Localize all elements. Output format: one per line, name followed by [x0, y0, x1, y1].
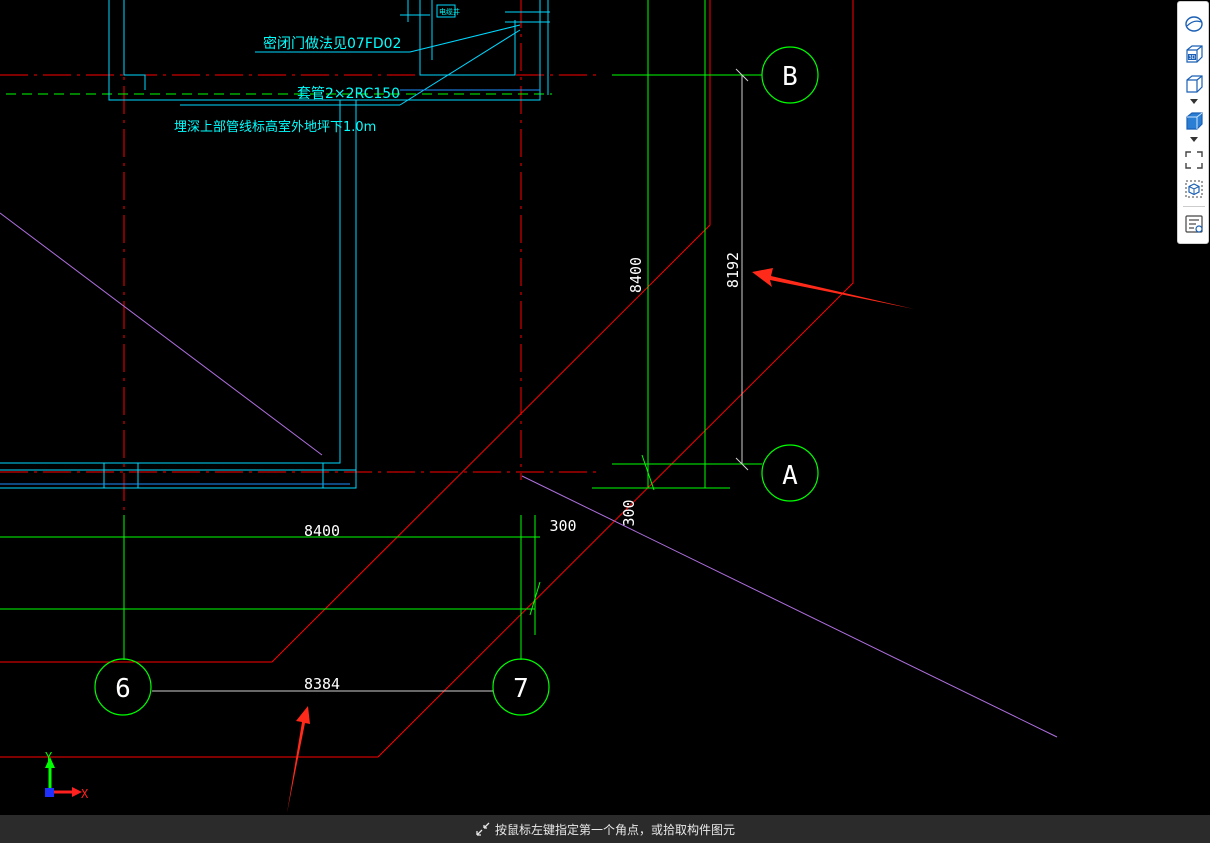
3d-view-icon[interactable]: 3D [1182, 42, 1206, 66]
status-prompt: 按鼠标左键指定第一个角点，或拾取构件图元 [494, 822, 735, 837]
cad-canvas[interactable]: B A 6 7 [0, 0, 1210, 815]
dimension-lines [152, 68, 749, 692]
properties-icon[interactable] [1182, 212, 1206, 236]
dim-300-vertical: 300 [620, 499, 638, 526]
solid-box-caret-icon[interactable] [1189, 136, 1199, 144]
annotation-depth-note: 埋深上部管线标高室外地坪下1.0m [174, 119, 376, 135]
dim-horizontal-8384: 8384 [304, 675, 340, 693]
axis-label-6: 6 [115, 674, 131, 704]
corner-select-icon [475, 821, 491, 837]
annotation-sleeve-note: 套管2×2RC150 [297, 86, 400, 102]
axis-label-b: B [782, 62, 798, 92]
box-view-icon[interactable] [1182, 72, 1206, 96]
box-view-caret-icon[interactable] [1189, 98, 1199, 106]
fit-view-icon[interactable] [1182, 148, 1206, 172]
ucs-x-label: X [81, 787, 89, 801]
blue-walls [0, 89, 540, 485]
ucs-icon [45, 757, 82, 797]
dim-vertical-8192: 8192 [724, 252, 742, 288]
annotation-cable-shaft: 电缆井 [439, 7, 460, 16]
cyan-walls [0, 0, 550, 489]
annotation-door-note: 密闭门做法见07FD02 [263, 35, 401, 52]
axis-bubbles [94, 46, 819, 716]
cable-shaft-box [436, 4, 456, 18]
dim-horizontal-8400: 8400 [304, 522, 340, 540]
ucs-y-label: Y [45, 750, 53, 764]
view-cube-icon[interactable] [1182, 12, 1206, 36]
view-toolbar: 3D [1177, 1, 1209, 244]
axis-label-a: A [782, 461, 798, 491]
axis-label-7: 7 [513, 674, 529, 704]
dim-vertical-8400: 8400 [627, 257, 645, 293]
isolate-view-icon[interactable] [1182, 177, 1206, 201]
dim-300-horizontal: 300 [549, 517, 576, 535]
svg-text:3D: 3D [1188, 55, 1195, 61]
violet-diagonals [0, 212, 1058, 738]
green-lines [0, 0, 762, 660]
toolbar-divider [1183, 206, 1205, 207]
status-bar: 按鼠标左键指定第一个角点，或拾取构件图元 [0, 815, 1210, 843]
solid-box-icon[interactable] [1182, 109, 1206, 133]
callout-arrows [287, 268, 914, 813]
